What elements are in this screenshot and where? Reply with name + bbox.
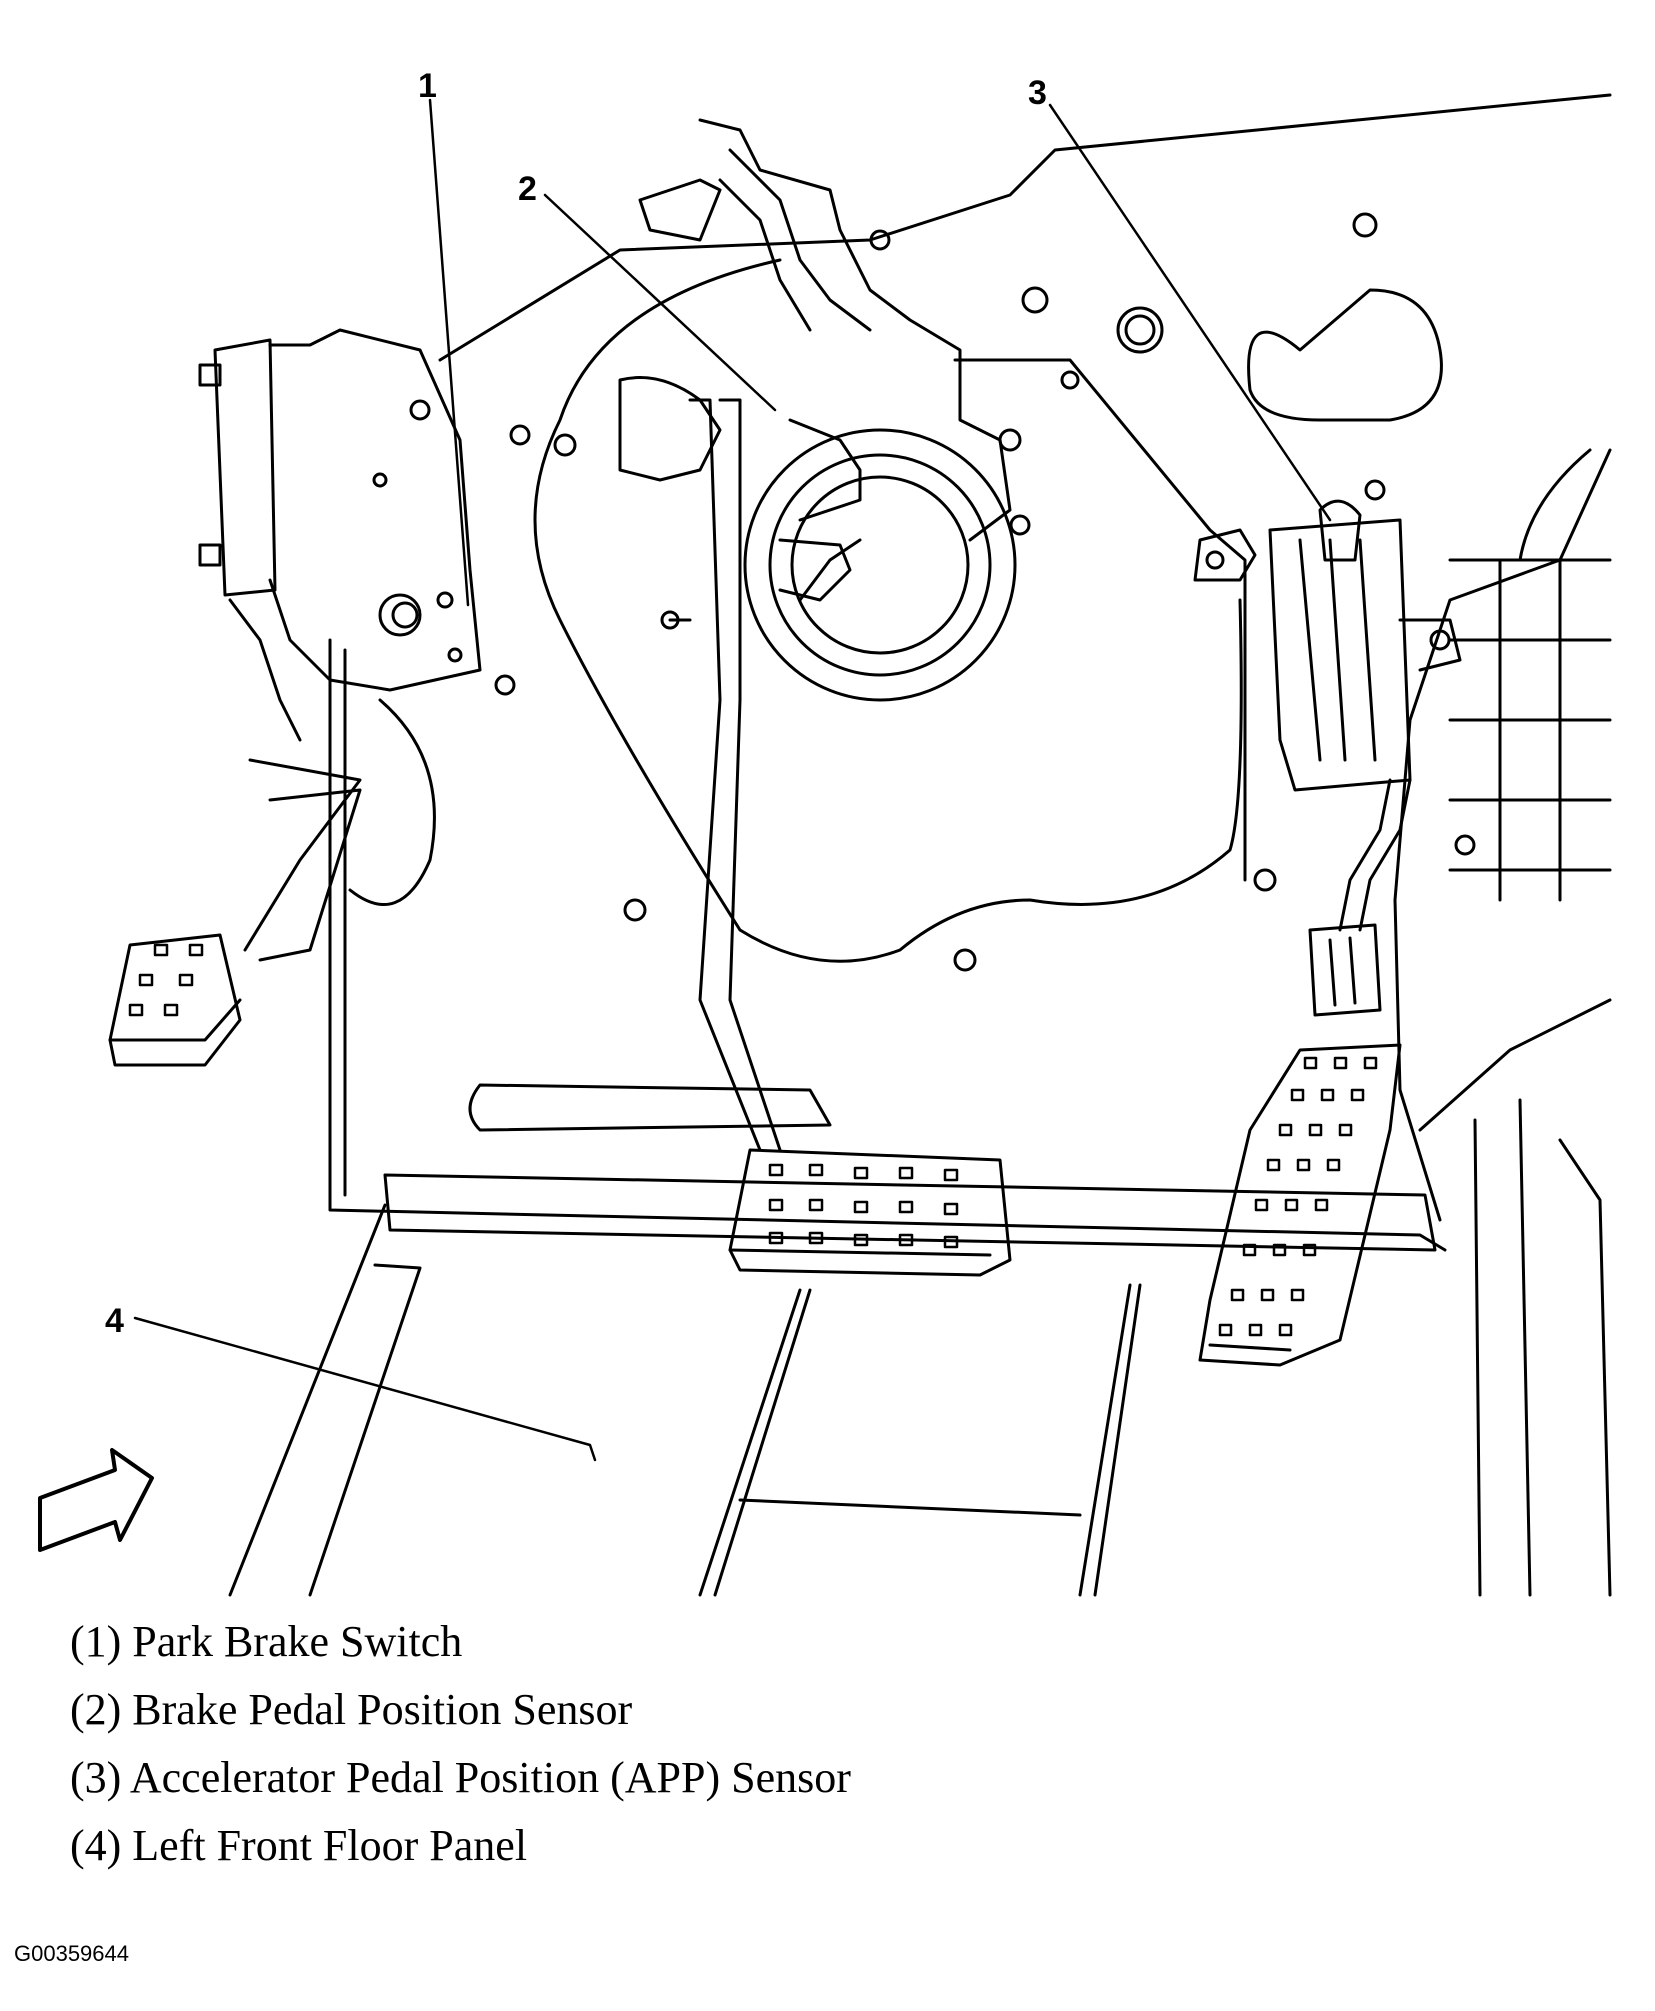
leader-line-3: [1048, 103, 1332, 522]
firewall-panel: [328, 93, 1612, 1597]
leader-line-2: [543, 193, 777, 412]
leader-lines: [133, 98, 1332, 1462]
legend-item-park-brake-switch: (1) Park Brake Switch: [70, 1617, 463, 1666]
brake-pedal-assembly: [553, 118, 1386, 1277]
figure-id: G00359644: [14, 1941, 129, 1966]
leader-line-4: [133, 1316, 597, 1462]
floor-panel: [228, 1083, 1437, 1597]
pedal-assembly-diagram: 1 2 3 4: [38, 67, 1612, 1597]
park-brake-assembly: [108, 328, 531, 1067]
callout-number-4: 4: [105, 1302, 124, 1340]
leader-line-1: [428, 98, 470, 607]
legend-item-left-front-floor-panel: (4) Left Front Floor Panel: [70, 1821, 528, 1870]
legend-item-brake-pedal-position-sensor: (2) Brake Pedal Position Sensor: [70, 1685, 633, 1734]
callout-number-3: 3: [1028, 74, 1047, 112]
accelerator-pedal-assembly: [1193, 499, 1476, 1367]
view-direction-arrow-icon: [38, 1448, 154, 1552]
legend: (1) Park Brake Switch (2) Brake Pedal Po…: [70, 1608, 1470, 1880]
legend-item-app-sensor: (3) Accelerator Pedal Position (APP) Sen…: [70, 1753, 851, 1802]
callout-number-2: 2: [518, 170, 537, 208]
wiring-harness: [533, 258, 1243, 963]
callout-number-1: 1: [418, 67, 437, 105]
